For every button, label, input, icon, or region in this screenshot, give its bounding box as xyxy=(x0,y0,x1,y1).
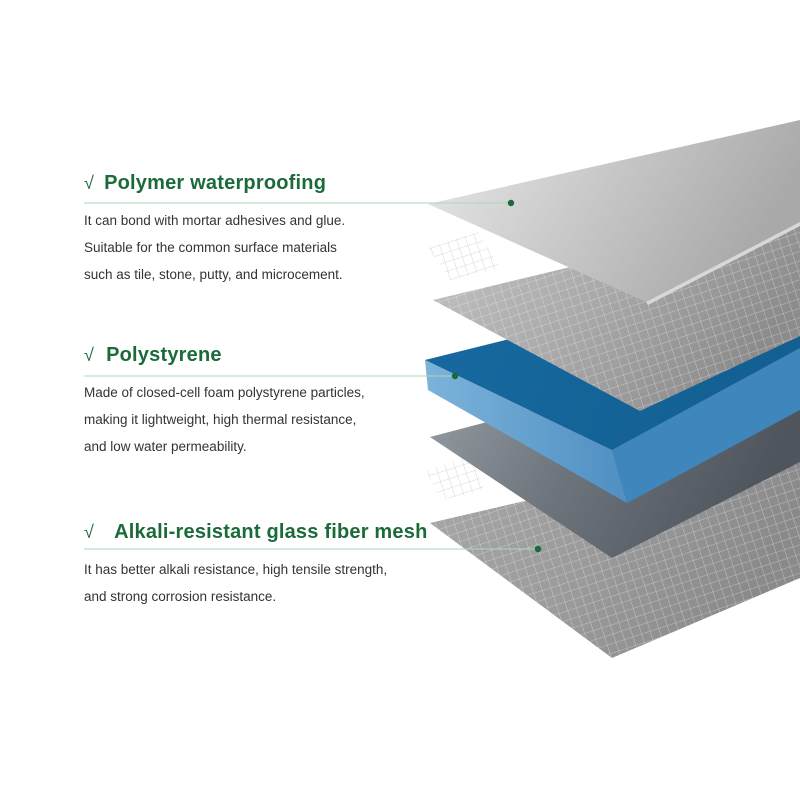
section-title: Polymer waterproofing xyxy=(104,172,327,194)
section-glass-fiber-mesh: √ Alkali-resistant glass fiber mesh It h… xyxy=(84,521,444,610)
mesh-fragment-lower xyxy=(426,456,486,500)
section-title: Alkali-resistant glass fiber mesh xyxy=(114,521,428,543)
description-line: It can bond with mortar adhesives and gl… xyxy=(84,213,346,228)
section-heading: √ Polystyrene xyxy=(84,344,444,367)
marker-dot-polystyrene xyxy=(451,372,459,380)
description-line: and strong corrosion resistance. xyxy=(84,589,277,604)
description-line: such as tile, stone, putty, and microcem… xyxy=(84,267,343,282)
description-line: making it lightweight, high thermal resi… xyxy=(84,412,357,427)
checkmark-icon: √ xyxy=(84,522,95,542)
mesh-fragment-upper xyxy=(428,232,500,280)
section-description: Made of closed-cell foam polystyrene par… xyxy=(84,379,444,460)
section-title: Polystyrene xyxy=(106,344,222,366)
marker-dot-mesh xyxy=(534,545,542,553)
description-line: Suitable for the common surface material… xyxy=(84,240,337,255)
marker-dot-polymer xyxy=(507,199,515,207)
checkmark-icon: √ xyxy=(84,173,95,193)
description-line: Made of closed-cell foam polystyrene par… xyxy=(84,385,365,400)
section-heading: √ Polymer waterproofing xyxy=(84,172,444,195)
section-description: It has better alkali resistance, high te… xyxy=(84,556,444,610)
description-line: It has better alkali resistance, high te… xyxy=(84,562,388,577)
section-polystyrene: √ Polystyrene Made of closed-cell foam p… xyxy=(84,344,444,460)
polymer-waterproofing-sheet xyxy=(428,120,800,305)
description-line: and low water permeability. xyxy=(84,439,247,454)
section-polymer-waterproofing: √ Polymer waterproofing It can bond with… xyxy=(84,172,444,288)
checkmark-icon: √ xyxy=(84,345,95,365)
leader-lines xyxy=(84,199,542,553)
section-description: It can bond with mortar adhesives and gl… xyxy=(84,207,444,288)
section-heading: √ Alkali-resistant glass fiber mesh xyxy=(84,521,444,544)
